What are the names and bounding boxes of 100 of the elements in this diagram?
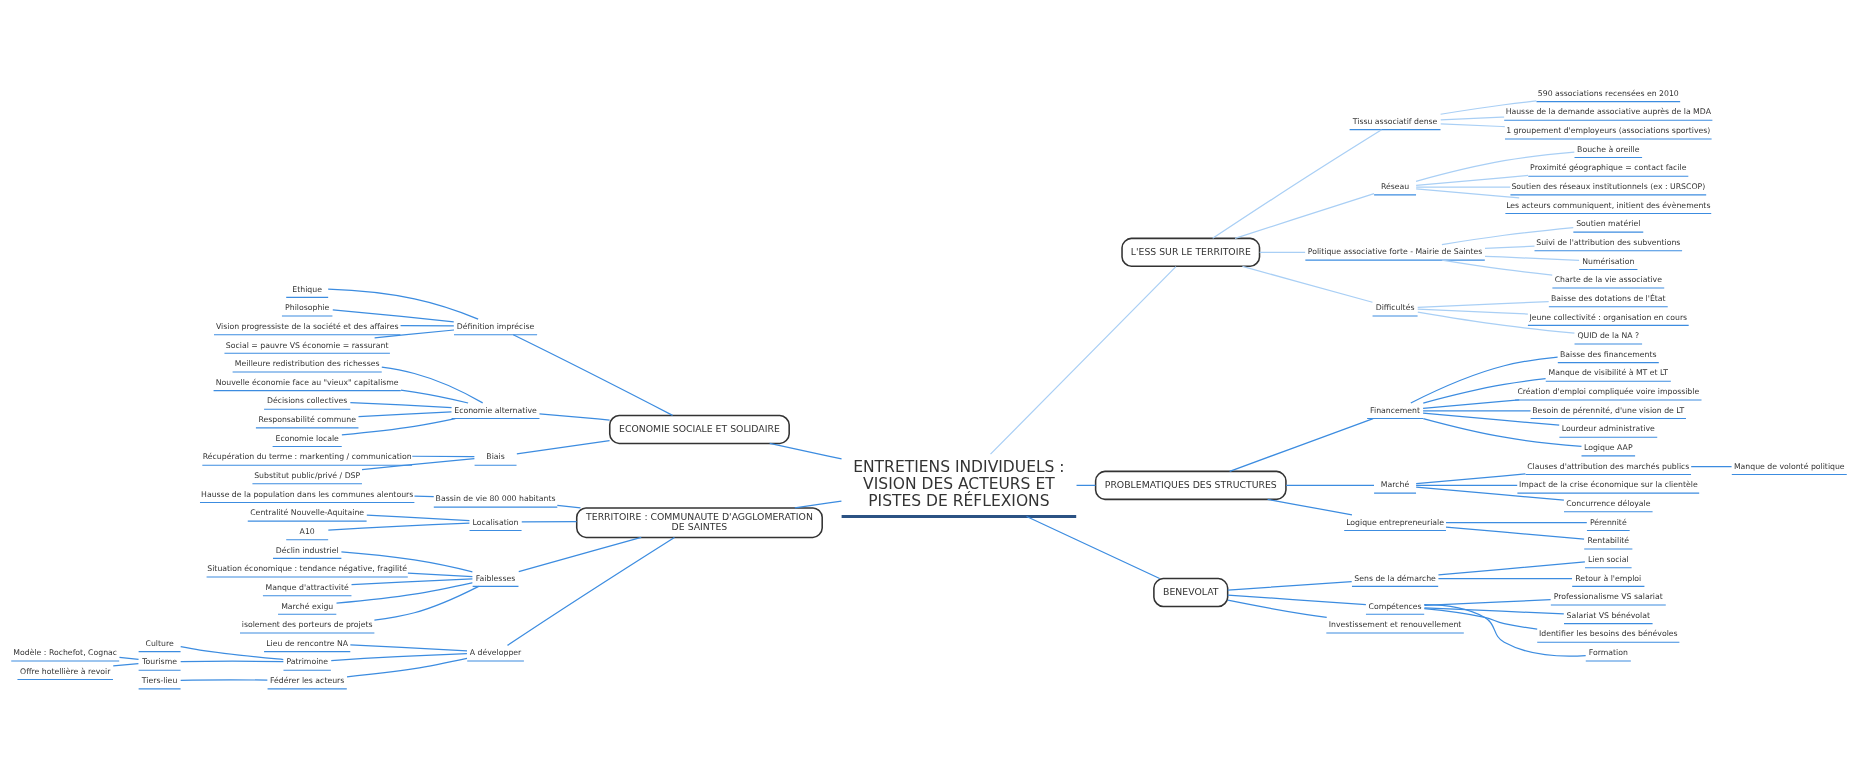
node-text: Nouvelle économie face au "vieux" capitalisme (215, 377, 399, 387)
connector (1410, 356, 1559, 404)
node-text: Les acteurs communiquent, initient des évènements (1506, 200, 1711, 210)
node-text: Politique associative forte - Mairie de Saintes (1307, 247, 1483, 257)
connector (399, 325, 455, 327)
connector (1285, 484, 1375, 486)
node-text: isolement des porteurs de projets (241, 620, 373, 630)
connector (1212, 129, 1383, 239)
connector (1422, 410, 1532, 412)
connector (1234, 193, 1375, 239)
connector (350, 578, 474, 586)
connector (327, 522, 471, 531)
node-text: Marché (1380, 480, 1410, 490)
node-text: Fédérer les acteurs (270, 676, 345, 686)
node-text: Soutien des réseaux institutionnels (ex : URSCOP) (1511, 182, 1706, 192)
connector (1423, 599, 1552, 606)
node-text: Localisation (472, 517, 519, 527)
connector (1417, 308, 1529, 315)
connector (1484, 255, 1580, 262)
connector (1445, 526, 1585, 540)
node-text: Manque d'attractivité (265, 582, 349, 592)
node-box: L'ESS SUR LE TERRITOIRE (1121, 237, 1261, 268)
connector (521, 520, 578, 523)
node-text: Centralité Nouvelle-Aquitaine (250, 508, 365, 518)
node-text: Proximité géographique = contact facile (1530, 163, 1687, 173)
node-text: Impact de la crise économique sur la clientèle (1518, 480, 1698, 490)
connector (1437, 561, 1586, 576)
connector (1423, 608, 1538, 630)
node-text: Bassin de vie 80 000 habitants (435, 494, 556, 504)
node-text: Financement (1370, 405, 1421, 415)
node-text: Investissement et renouvellement (1328, 620, 1462, 630)
connector (346, 657, 468, 678)
node-text: Soutien matériel (1576, 219, 1641, 229)
node-text: 590 associations recensées en 2010 (1537, 88, 1679, 98)
node-text: Responsabilité commune (258, 415, 356, 425)
node-text: Rentabilité (1587, 536, 1630, 546)
node-text: Ethique (292, 284, 322, 294)
connector (332, 309, 455, 323)
node-text: Salariat VS bénévolat (1566, 610, 1651, 620)
connector (411, 455, 475, 458)
connector (1075, 484, 1097, 486)
connector (1227, 599, 1328, 619)
node-text: Lien social (1587, 554, 1629, 564)
node-text: Philosophie (285, 303, 330, 313)
node-text: A développer (469, 648, 522, 658)
node-text: Création d'emploi compliquée voire impossible (1517, 387, 1700, 397)
node-text: Manque de visibilité à MT et LT (1548, 368, 1669, 378)
node-text: Logique entrepreneuriale (1346, 517, 1445, 527)
connector (373, 585, 480, 621)
node-text: Economie locale (275, 433, 339, 443)
connector (1227, 580, 1353, 591)
connector (361, 458, 476, 471)
connector (335, 582, 473, 604)
connector (180, 646, 284, 661)
connector (118, 656, 140, 661)
node-text: Numérisation (1582, 256, 1635, 266)
connector (357, 411, 453, 418)
node-text: Social = pauvre VS économie = rassurant (225, 340, 389, 350)
connector (1417, 311, 1576, 334)
node-text: Concurrence déloyale (1566, 498, 1651, 508)
node-text: Hausse de la demande associative auprès de la MDA (1505, 107, 1711, 117)
node-text: Lourdeur administrative (1561, 424, 1655, 434)
node-text: Professionalisme VS salariat (1553, 592, 1663, 602)
node-text: Tiers-lieu (141, 676, 178, 686)
connector (349, 402, 453, 409)
connector (341, 418, 456, 436)
connector (381, 366, 484, 404)
node-text: Sens de la démarche (1354, 573, 1436, 583)
connector (349, 644, 468, 652)
node-text: Décisions collectives (266, 396, 348, 406)
connector (1415, 174, 1529, 186)
node-box: ECONOMIE SOCIALE ET SOLIDAIRE (608, 414, 790, 445)
connector (180, 679, 268, 681)
node-text: Culture (145, 638, 174, 648)
connector (1422, 399, 1520, 409)
node-text: Lieu de rencontre NA (266, 638, 349, 648)
connector (538, 413, 611, 421)
node-text: ENTRETIENS INDIVIDUELS : VISION DES ACTEURS ET PISTES DE RÉFLEXIONS (853, 458, 1065, 511)
node-text: Besoin de pérennité, d'une vision de LT (1532, 405, 1685, 415)
node-text: Logique AAP (1584, 443, 1633, 453)
connector (1422, 378, 1547, 404)
connector (374, 329, 455, 339)
node-text: Déclin industriel (275, 545, 339, 555)
node-text: Bouche à oreille (1577, 144, 1640, 154)
connector (1026, 515, 1161, 580)
connector (1423, 604, 1587, 657)
node-text: Biais (486, 452, 505, 462)
connector (1229, 417, 1374, 472)
node-text: Pérennité (1589, 517, 1627, 527)
node-text: Retour à l'emploi (1575, 573, 1642, 583)
node-text: Faiblesses (475, 573, 516, 583)
connector (1439, 100, 1537, 115)
node-text: Economie alternative (454, 405, 537, 415)
connector (1445, 522, 1588, 524)
node-text: Compétences (1368, 601, 1422, 611)
connector (366, 514, 471, 522)
node-box: TERRITOIRE : COMMUNAUTE D'AGGLOMERATION DE SAINTES (575, 507, 823, 539)
connector (1415, 473, 1526, 485)
node-text: Offre hotellière à revoir (20, 666, 111, 676)
node-text: Situation économique : tendance négative, fragilité (207, 564, 408, 574)
